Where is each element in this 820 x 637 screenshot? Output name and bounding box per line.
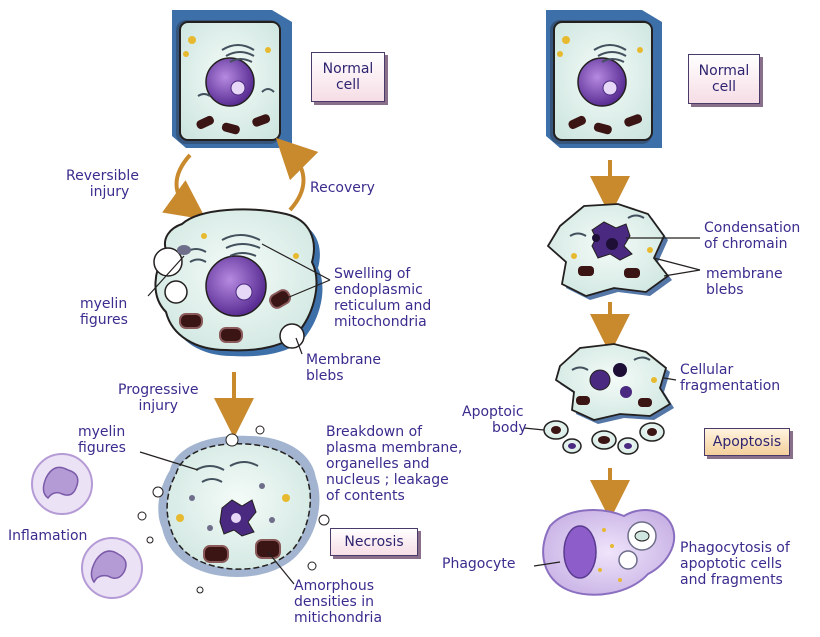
phagocytosis-line3: and fragments [680,572,790,588]
reversible-injury-arrow [177,155,191,208]
swelling-line1: Swelling of [334,266,431,282]
progressive-injury-line1: Progressive [118,382,199,398]
necrosis-box: Necrosis [330,528,418,556]
amorphous-line3: mitichondria [294,610,382,626]
phagocytosis-line1: Phagocytosis of [680,540,790,556]
condensation-label: Condensation of chromain [704,220,800,252]
condensation-line2: of chromain [704,236,800,252]
inflammatory-cell-bottom [82,538,142,598]
swollen-cell [154,209,322,356]
condensation-line1: Condensation [704,220,800,236]
phagocytosis-label: Phagocytosis of apoptotic cells and frag… [680,540,790,588]
swelling-line4: mitochondria [334,314,431,330]
myelin-figures-2-line1: myelin [78,424,126,440]
apoptotic-body-label: Apoptoic body [462,404,527,436]
apoptotic-body-line2: body [462,420,527,436]
swelling-line3: reticulum and [334,298,431,314]
membrane-blebs-right-line1: membrane [706,266,783,282]
fragmentation-line2: fragmentation [680,378,780,394]
normal-cell-left-line2: cell [336,77,360,93]
inflammation-label: Inflamation [8,528,87,544]
amorphous-line1: Amorphous [294,578,382,594]
phagocyte-label: Phagocyte [442,556,515,572]
membrane-blebs-left-line1: Membrane [306,352,381,368]
phagocytosis-line2: apoptotic cells [680,556,790,572]
recovery-label: Recovery [310,180,375,196]
swelling-line2: endoplasmic [334,282,431,298]
fragmentation-line1: Cellular [680,362,780,378]
swelling-label: Swelling of endoplasmic reticulum and mi… [334,266,431,330]
reversible-injury-label: Reversible injury [66,168,139,200]
fragmentation-label: Cellular fragmentation [680,362,780,394]
necrotic-cell [138,426,329,593]
membrane-blebs-label-left: Membrane blebs [306,352,381,384]
myelin-figures-label-2: myelin figures [78,424,126,456]
recovery-arrow [290,152,304,210]
myelin-figures-label-1: myelin figures [80,296,128,328]
normal-cell-box-right: Normal cell [688,54,760,104]
myelin-figures-1-line2: figures [80,312,128,328]
apoptosis-box: Apoptosis [704,428,790,456]
breakdown-line1: Breakdown of [326,424,462,440]
breakdown-label: Breakdown of plasma membrane, organelles… [326,424,462,504]
breakdown-line5: of contents [326,488,462,504]
inflammatory-cell-top [32,454,92,514]
normal-cell-left [172,10,292,148]
reversible-injury-line2: injury [66,184,139,200]
breakdown-line3: organelles and [326,456,462,472]
membrane-blebs-label-right: membrane blebs [706,266,783,298]
normal-cell-left-line1: Normal [323,61,374,77]
apoptotic-bodies [544,421,664,454]
progressive-injury-line2: injury [118,398,199,414]
fragmenting-cell [556,344,674,424]
normal-cell-right-line1: Normal [699,63,750,79]
membrane-blebs-left-line2: blebs [306,368,381,384]
normal-cell-right [546,10,662,148]
myelin-figures-1-line1: myelin [80,296,128,312]
normal-cell-right-line2: cell [712,79,736,95]
progressive-injury-label: Progressive injury [118,382,199,414]
amorphous-densities-label: Amorphous densities in mitichondria [294,578,382,626]
membrane-blebs-right-line2: blebs [706,282,783,298]
apoptotic-body-line1: Apoptoic [462,404,527,420]
phagocyte-cell [543,510,674,595]
condensed-cell [548,204,672,300]
breakdown-line2: plasma membrane, [326,440,462,456]
breakdown-line4: nucleus ; leakage [326,472,462,488]
normal-cell-box-left: Normal cell [311,52,385,102]
amorphous-line2: densities in [294,594,382,610]
leader-apoptotic-body [524,428,544,430]
myelin-figures-2-line2: figures [78,440,126,456]
leader-blebs-1 [664,270,700,276]
reversible-injury-line1: Reversible [66,168,139,184]
